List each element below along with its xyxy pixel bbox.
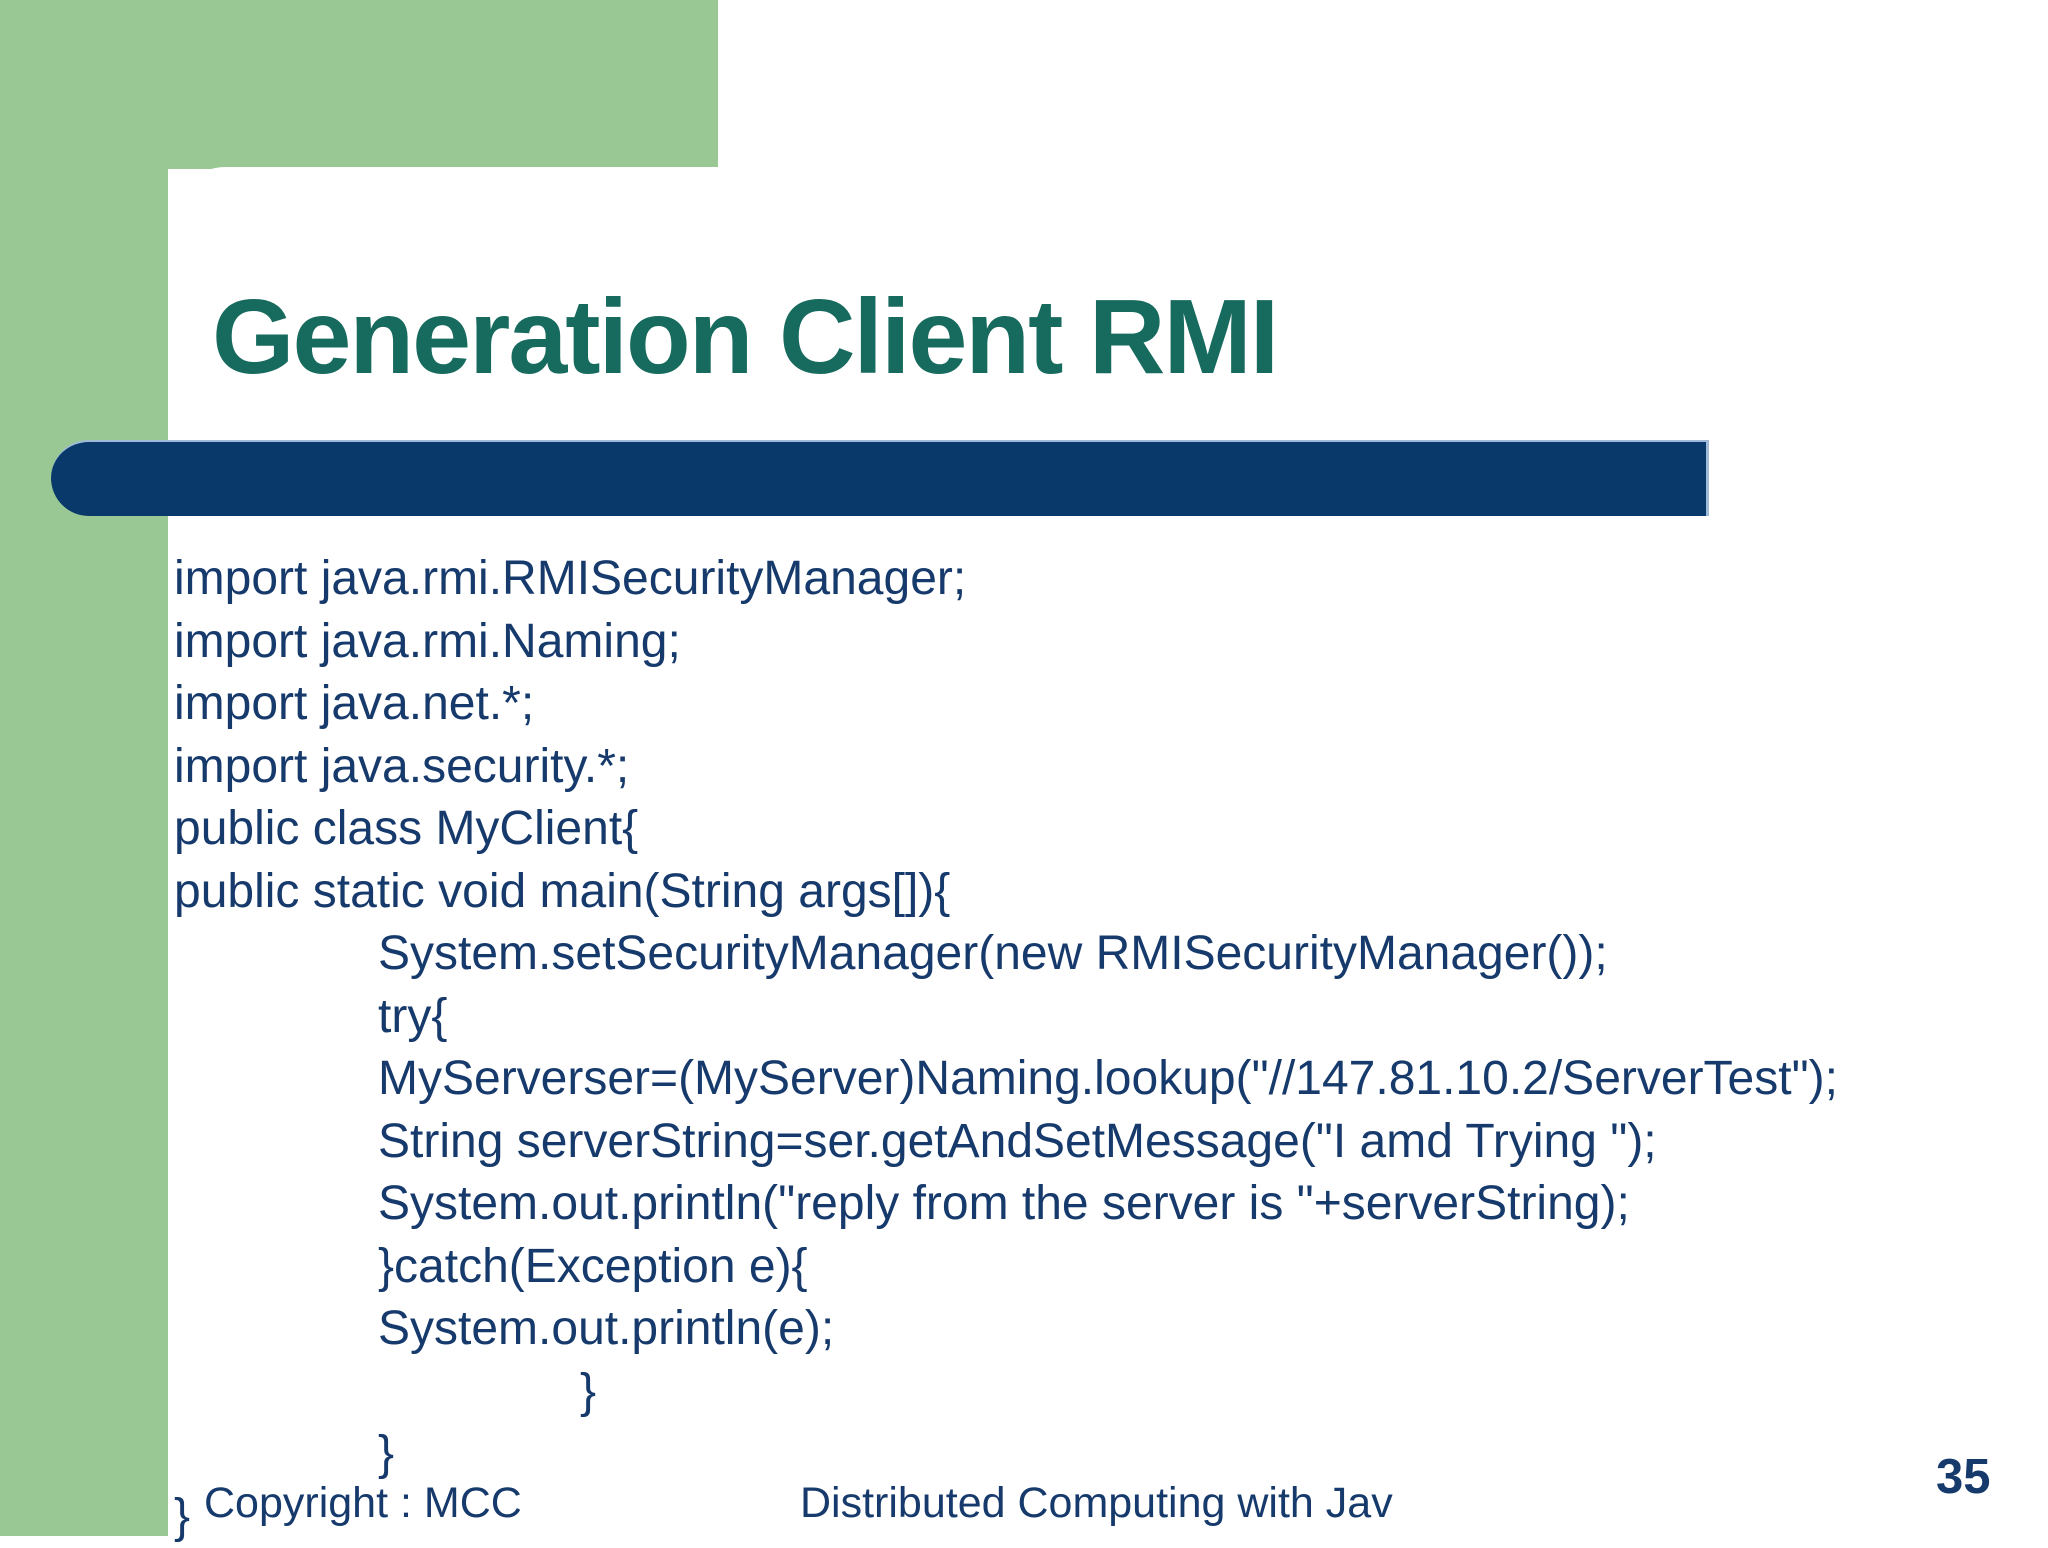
- footer-copyright: Copyright : MCC: [204, 1482, 522, 1525]
- code-line: import java.security.*;: [174, 736, 1838, 799]
- code-line: }: [174, 1361, 1838, 1424]
- code-line: import java.rmi.Naming;: [174, 611, 1838, 674]
- code-line: System.setSecurityManager(new RMISecurit…: [174, 923, 1838, 986]
- code-line: }: [174, 1423, 1838, 1486]
- code-line: }catch(Exception e){: [174, 1236, 1838, 1299]
- code-line: String serverString=ser.getAndSetMessage…: [174, 1111, 1838, 1174]
- code-line: import java.net.*;: [174, 673, 1838, 736]
- title-divider-bar: [51, 440, 1709, 516]
- slide-title: Generation Client RMI: [212, 284, 1277, 390]
- code-line: public static void main(String args[]){: [174, 861, 1838, 924]
- left-green-stripe: [0, 0, 168, 1536]
- page-number: 35: [1936, 1453, 1991, 1502]
- code-line: try{: [174, 986, 1838, 1049]
- code-block: import java.rmi.RMISecurityManager;impor…: [174, 548, 1838, 1548]
- footer-course-title: Distributed Computing with Jav: [800, 1482, 1393, 1525]
- code-line: System.out.println(e);: [174, 1298, 1838, 1361]
- top-left-green-block: [0, 0, 718, 169]
- code-line: MyServerser=(MyServer)Naming.lookup("//1…: [174, 1048, 1838, 1111]
- code-line: import java.rmi.RMISecurityManager;: [174, 548, 1838, 611]
- code-line: public class MyClient{: [174, 798, 1838, 861]
- code-line: System.out.println("reply from the serve…: [174, 1173, 1838, 1236]
